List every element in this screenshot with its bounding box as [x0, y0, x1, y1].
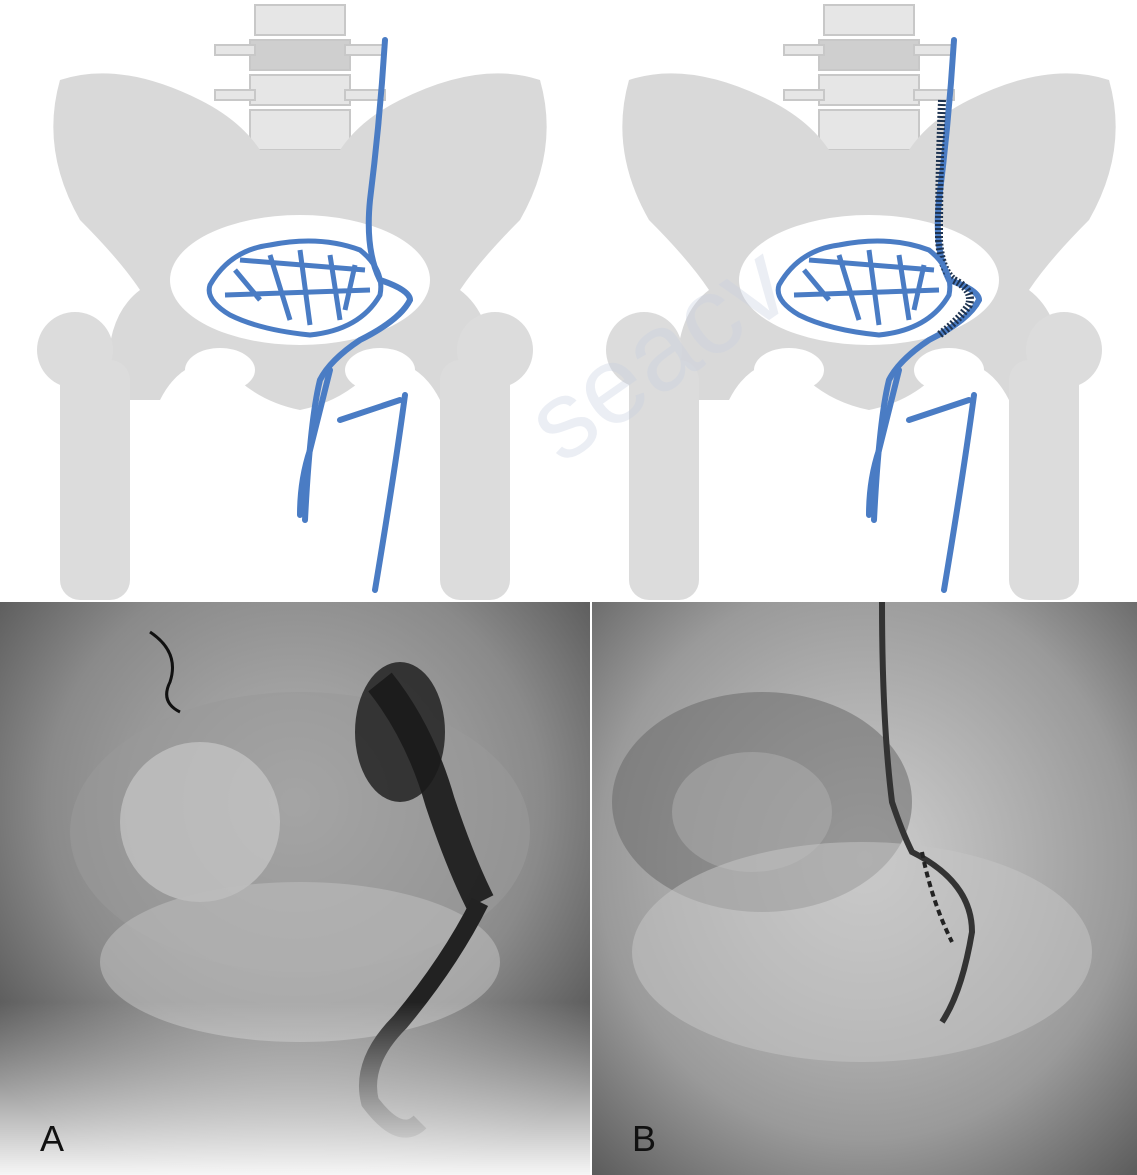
angiogram-image-b: [592, 602, 1137, 1175]
angiogram-panel-a: A: [0, 602, 590, 1175]
panel-label-b: B: [632, 1121, 656, 1157]
panel-label-a: A: [40, 1121, 64, 1157]
illustration-panel-b: [569, 0, 1137, 600]
angiogram-image-a: [0, 602, 590, 1175]
angiogram-panel-b: B: [592, 602, 1137, 1175]
pelvis-illustration-a: [0, 0, 568, 600]
pelvis-illustration-b: [569, 0, 1137, 600]
pelvic-inlet: [170, 215, 430, 345]
illustration-panel-a: [0, 0, 568, 600]
